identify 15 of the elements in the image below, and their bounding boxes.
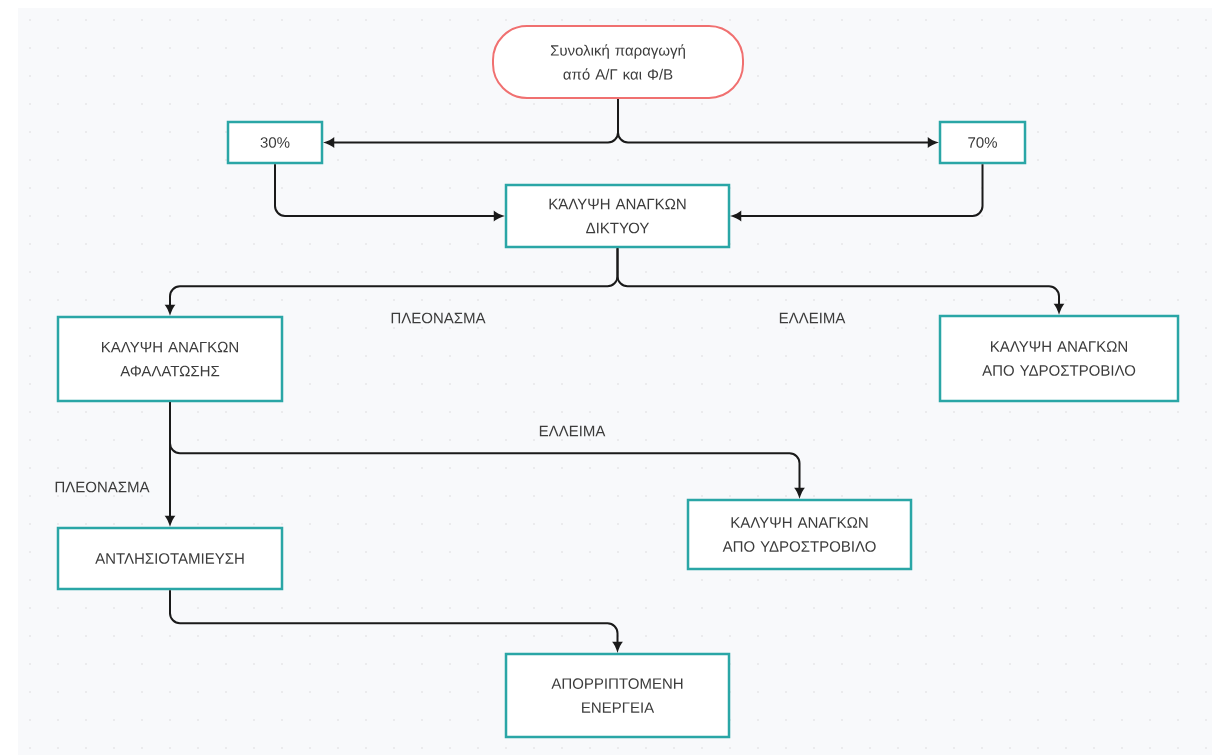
arrow <box>274 163 503 221</box>
arrow <box>616 247 1064 313</box>
start-pill: Συνολική παραγωγή από Α/Γ και Φ/Β <box>492 25 744 99</box>
process-box: ΑΝΤΛΗΣΙΟΤΑΜΙΕΥΣΗ <box>56 526 284 591</box>
arrow <box>169 589 622 651</box>
process-box: ΑΠΟΡΡΙΠΤΟΜΕΝΗ ΕΝΕΡΓΕΙΑ <box>504 652 731 739</box>
process-box: ΚΆΛΥΨΗ ΑΝΑΓΚΩΝ ΔΙΚΤΥΟΥ <box>504 183 731 249</box>
process-box: ΚΑΛΥΨΗ ΑΝΑΓΚΩΝ ΑΠΟ ΥΔΡΟΣΤΡΟΒΙΛΟ <box>938 314 1180 403</box>
process-box: 70% <box>938 120 1027 165</box>
process-box: ΚΑΛΥΨΗ ΑΝΑΓΚΩΝ ΑΦΑΛΑΤΩΣΗΣ <box>56 315 284 403</box>
process-box: ΚΑΛΥΨΗ ΑΝΑΓΚΩΝ ΑΠΟ ΥΔΡΟΣΤΡΟΒΙΛΟ <box>686 498 913 571</box>
arrow <box>617 98 937 147</box>
arrow <box>732 163 984 221</box>
process-box: 30% <box>226 120 324 165</box>
arrow <box>165 401 175 525</box>
